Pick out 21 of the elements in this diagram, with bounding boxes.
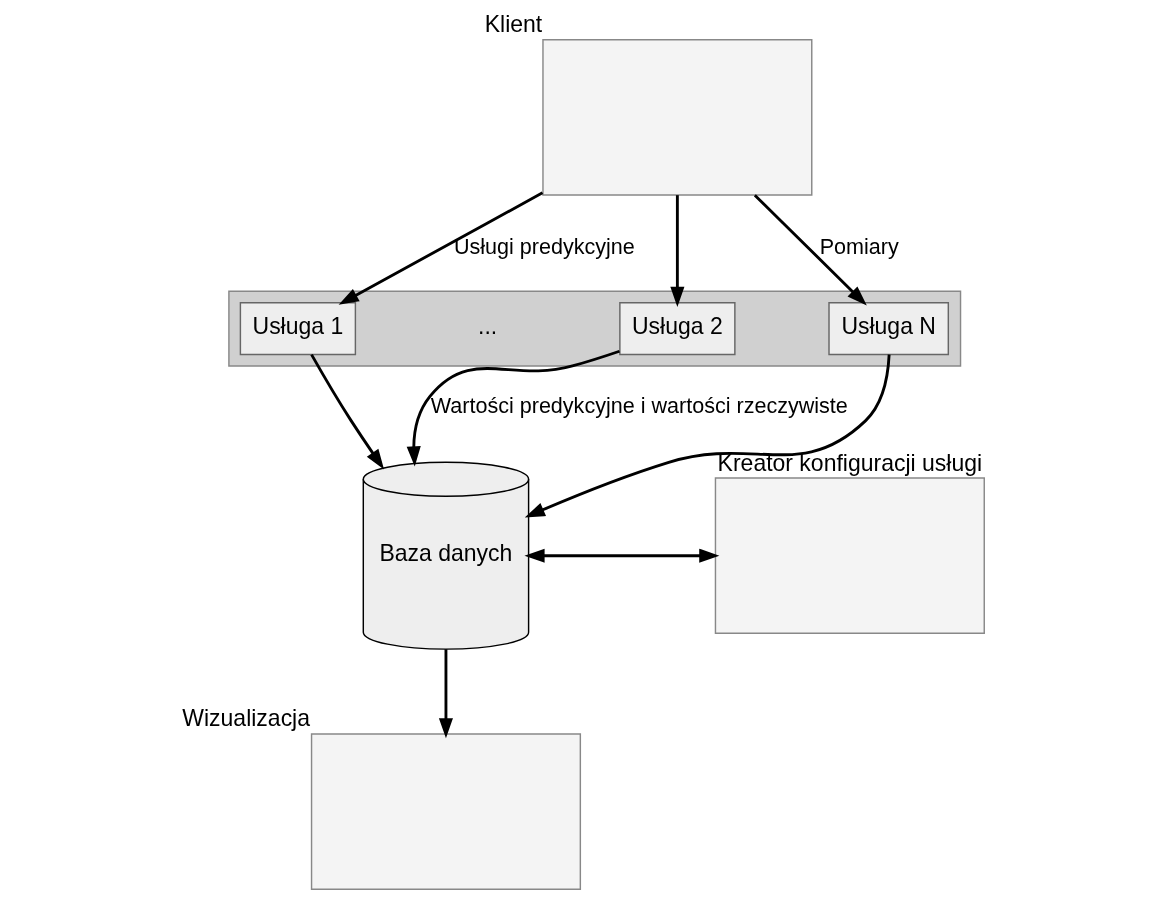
arrow [338, 191, 543, 305]
arrow [753, 194, 867, 306]
edge-label: Wartości predykcyjne i wartości rzeczywiste [430, 393, 848, 419]
arrow [669, 195, 684, 307]
edge-label: Usługi predykcyjne [453, 233, 635, 259]
node-box: Usługa 1 [239, 302, 356, 356]
node-box [310, 733, 581, 890]
node-box: Usługa N [827, 302, 949, 356]
arrow [438, 649, 453, 739]
edge-label: Pomiary [819, 233, 899, 259]
node-box: Usługa 2 [618, 302, 736, 356]
arrow [309, 353, 384, 470]
node-label: Wizualizacja [181, 705, 310, 732]
arrow [523, 548, 719, 563]
node-box [714, 477, 985, 635]
arrow [406, 349, 620, 467]
node-box [541, 38, 812, 196]
label: ... [477, 313, 497, 340]
node-label: Kreator konfiguracji usługi [717, 449, 982, 476]
arrow [524, 354, 891, 518]
node-label: Klient [484, 11, 542, 38]
